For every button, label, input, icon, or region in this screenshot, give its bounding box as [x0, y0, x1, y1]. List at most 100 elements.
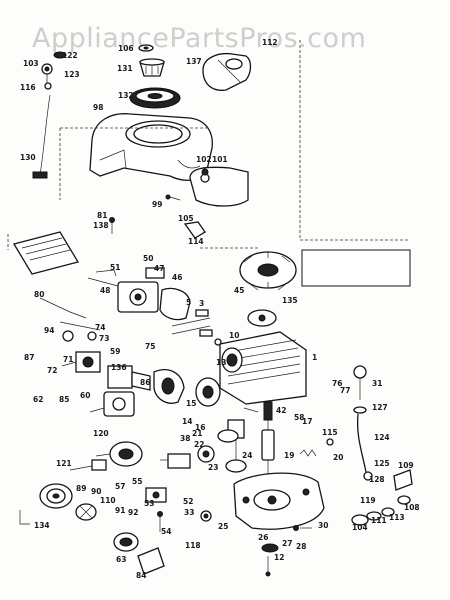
callout-84: 84	[136, 571, 146, 580]
callout-138: 138	[93, 221, 109, 230]
callout-114: 114	[188, 237, 204, 246]
callout-25: 25	[218, 522, 228, 531]
callout-38: 38	[180, 434, 190, 443]
callout-13: 13	[216, 358, 226, 367]
callout-101: 101	[212, 155, 228, 164]
part-135-clutch	[247, 309, 277, 327]
callout-30: 30	[318, 521, 328, 530]
part-30-drain-plug	[293, 525, 312, 531]
callout-99: 99	[152, 200, 162, 209]
part-flywheel	[239, 251, 297, 291]
callout-123: 123	[64, 70, 80, 79]
callout-134: 134	[34, 521, 50, 530]
watermark-text: AppliancePartsPros.com	[32, 23, 366, 54]
callout-54: 54	[161, 527, 171, 536]
part-31-dipstick	[353, 365, 367, 400]
callout-94: 94	[44, 326, 54, 335]
callout-52: 52	[183, 497, 193, 506]
callout-14: 14	[182, 417, 192, 426]
callout-55: 55	[132, 477, 142, 486]
part-136-intake	[107, 365, 151, 391]
callout-21: 21	[192, 429, 202, 438]
callout-81: 81	[97, 211, 107, 220]
callout-3: 3	[199, 299, 204, 308]
callout-105: 105	[178, 214, 194, 223]
part-38-bracket	[160, 453, 191, 469]
part-105-bracket	[183, 221, 206, 239]
callout-116: 116	[20, 83, 36, 92]
part-25-sump	[233, 472, 325, 530]
part-carburetor	[87, 267, 165, 313]
callout-22: 22	[194, 440, 204, 449]
callout-5: 5	[186, 298, 191, 307]
part-106-washer	[138, 44, 154, 52]
callout-59: 59	[110, 347, 120, 356]
callout-124: 124	[374, 433, 390, 442]
callout-16: 16	[195, 423, 205, 432]
callout-92: 92	[128, 508, 138, 517]
part-linkage	[39, 297, 101, 342]
part-60-carb-bowl	[89, 391, 135, 417]
callout-33: 33	[184, 508, 194, 517]
part-valve-train	[171, 309, 222, 346]
part-19-spring	[299, 438, 334, 457]
callout-71: 71	[63, 355, 73, 364]
callout-31: 31	[372, 379, 382, 388]
callout-110: 110	[100, 496, 116, 505]
part-54-screw	[157, 511, 163, 532]
callout-76: 76	[332, 379, 342, 388]
callout-90: 90	[91, 487, 101, 496]
callout-77: 77	[340, 386, 350, 395]
callout-73: 73	[99, 334, 109, 343]
callout-113: 113	[389, 513, 405, 522]
part-89-muffler	[39, 483, 73, 509]
callout-12: 12	[274, 553, 284, 562]
callout-108: 108	[404, 503, 420, 512]
part-130-rope	[32, 94, 51, 179]
callout-106: 106	[118, 44, 134, 53]
callout-1: 1	[312, 353, 317, 362]
callout-10: 10	[229, 331, 239, 340]
callout-60: 60	[80, 391, 90, 400]
part-63-filter	[113, 532, 139, 552]
callout-86: 86	[140, 378, 150, 387]
callout-51: 51	[110, 263, 120, 272]
callout-58: 58	[294, 413, 304, 422]
part-109-bracket	[393, 469, 413, 491]
part-132-pulley	[129, 87, 181, 109]
callout-109: 109	[398, 461, 414, 470]
part-1-cylinder	[219, 331, 307, 405]
callout-128: 128	[369, 475, 385, 484]
part-12-bolt	[265, 556, 271, 577]
callout-75: 75	[145, 342, 155, 351]
callout-98: 98	[93, 103, 103, 112]
callout-132: 132	[118, 91, 134, 100]
part-121-element	[69, 459, 107, 471]
callout-120: 120	[93, 429, 109, 438]
callout-85: 85	[59, 395, 69, 404]
part-26-seal	[261, 543, 279, 553]
callout-47: 47	[154, 264, 164, 273]
part-102-muffler	[189, 166, 249, 207]
part-99-bolt	[165, 194, 181, 201]
part-screw-cluster	[41, 51, 67, 90]
callout-20: 20	[333, 453, 343, 462]
parts-layer: AppliancePartsPros.com	[7, 23, 413, 577]
callout-74: 74	[95, 323, 105, 332]
part-15-flywheel-key	[195, 377, 221, 407]
callout-104: 104	[352, 523, 368, 532]
part-crankshaft	[243, 401, 275, 486]
callout-102: 102	[196, 155, 212, 164]
part-98-blower-housing	[89, 113, 213, 181]
callout-115: 115	[322, 428, 338, 437]
part-86-elbow	[153, 369, 185, 404]
callout-91: 91	[115, 506, 125, 515]
callout-53: 53	[144, 499, 154, 508]
callout-136: 136	[111, 363, 127, 372]
callout-24: 24	[242, 451, 252, 460]
callout-103: 103	[23, 59, 39, 68]
callout-127: 127	[372, 403, 388, 412]
part-fill-tube	[353, 406, 373, 481]
callout-27: 27	[282, 539, 292, 548]
